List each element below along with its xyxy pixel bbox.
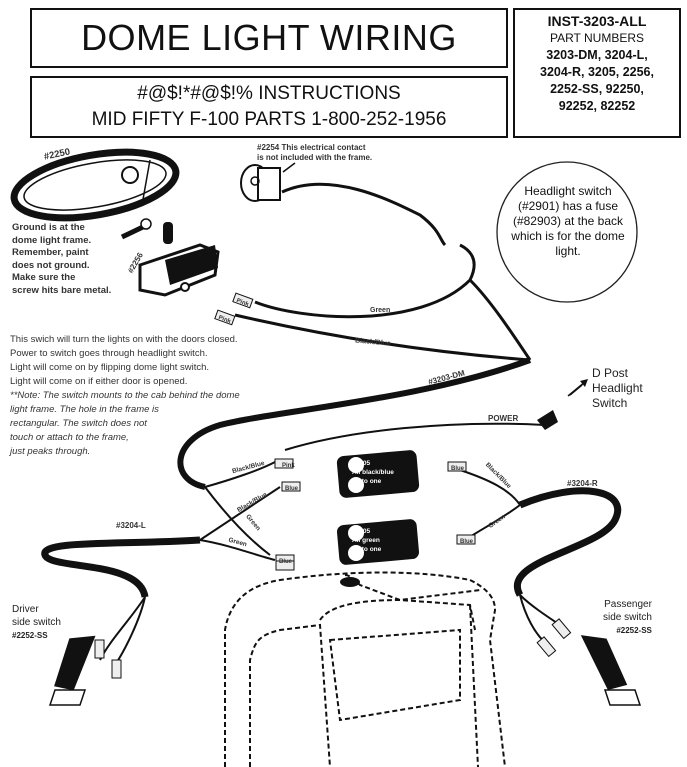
- phone-line: MID FIFTY F-100 PARTS 1-800-252-1956: [91, 109, 447, 130]
- driver-label-line: side switch: [12, 617, 61, 628]
- driver-part-number: #2252-SS: [12, 631, 48, 640]
- electrical-contact-icon: [240, 162, 296, 202]
- ground-note-line: does not ground.: [12, 259, 90, 271]
- connector-label-blue: Blue: [285, 486, 299, 492]
- ground-note-line: Ground is at the: [12, 222, 85, 233]
- ground-note-line: Remember, paint: [12, 247, 89, 258]
- part-number-line: 3203-DM, 3204-L,: [546, 48, 648, 62]
- contact-note: is not included with the frame.: [257, 153, 373, 162]
- ground-note-line: Make sure the: [12, 272, 76, 283]
- ground-note: Ground is at the dome light frame. Remem…: [12, 222, 111, 297]
- part-number-line: 92252, 82252: [558, 99, 636, 113]
- connector-label-blue: Blue: [279, 559, 293, 565]
- junction-1-label: #3205 All black/blue go to one: [342, 459, 394, 486]
- connector-label-blue: Blue: [451, 466, 465, 472]
- mount-note-line: light frame. The hole in the frame is: [10, 404, 159, 415]
- harness-r-label: #3204-R: [567, 479, 598, 488]
- power-label: POWER: [488, 414, 519, 423]
- arrow-icon: [567, 379, 588, 397]
- passenger-label-line: Passenger: [604, 599, 652, 610]
- d-post-line: Switch: [592, 396, 628, 410]
- title-box: DOME LIGHT WIRING: [30, 8, 508, 68]
- truck-cab-outline: [224, 571, 506, 767]
- junction-text: All green: [352, 537, 380, 544]
- mount-note-line: rectangular. The switch does not: [10, 418, 147, 429]
- passenger-door-switch-icon: [580, 635, 642, 706]
- mount-note-line: just peaks through.: [10, 446, 91, 457]
- connector-label-pink: Pink: [282, 463, 295, 469]
- junction-text: #3205: [352, 528, 371, 535]
- ground-note-line: screw hits bare metal.: [12, 284, 112, 296]
- dome-light-frame-icon: [10, 148, 180, 222]
- junction-block-icon: [336, 519, 420, 565]
- screw-icon: [120, 218, 152, 240]
- junction-text: go to one: [352, 478, 382, 485]
- switch-note-line: This swich will turn the lights on with …: [10, 334, 238, 345]
- ground-note-line: dome light frame.: [12, 234, 92, 246]
- connectors: [94, 292, 572, 679]
- junction-text: All black/blue: [352, 469, 394, 476]
- mount-note-line: touch or attach to the frame,: [10, 432, 129, 443]
- dome-light-on-cab-icon: [340, 577, 360, 587]
- driver-door-switch-icon: [48, 635, 96, 706]
- junction-2-label: #3205 All green go to one: [342, 527, 381, 554]
- passenger-switch-label: Passenger side switch #2252-SS: [603, 598, 652, 637]
- contact-part-number: #2254: [257, 143, 280, 152]
- instruction-id: INST-3203-ALL: [547, 13, 647, 29]
- part-numbers-box: INST-3203-ALL PART NUMBERS 3203-DM, 3204…: [513, 8, 681, 138]
- switch-note-line: Light will come on by flipping dome ligh…: [10, 362, 210, 373]
- switch-note-line: Power to switch goes through headlight s…: [10, 348, 208, 359]
- junction-text: go to one: [352, 546, 382, 553]
- contact-note: This electrical contact: [281, 143, 366, 152]
- wire-label-green: Green: [370, 307, 391, 314]
- junction-text: #3205: [352, 460, 371, 467]
- d-post-line: D Post: [592, 366, 629, 380]
- subtitle-line: #@$!*#@$!% INSTRUCTIONS: [137, 83, 401, 104]
- page-title: DOME LIGHT WIRING: [81, 17, 457, 58]
- mount-note-line: **Note: The switch mounts to the cab beh…: [10, 390, 240, 401]
- driver-label-line: Driver: [12, 604, 39, 615]
- d-post-label: D Post Headlight Switch: [592, 366, 643, 411]
- subtitle-box: #@$!*#@$!% INSTRUCTIONS MID FIFTY F-100 …: [30, 76, 508, 138]
- d-post-line: Headlight: [592, 381, 643, 395]
- fuse-note-circle: [496, 161, 638, 303]
- power-connector-icon: [537, 410, 558, 430]
- switch-note-line: Light will come on if either door is ope…: [10, 376, 188, 387]
- junction-block-icon: [336, 450, 420, 498]
- fuse-note: Headlight switch (#2901) has a fuse (#82…: [511, 184, 625, 258]
- part-number-line: 2252-SS, 92250,: [550, 82, 644, 96]
- part-number-line: 3204-R, 3205, 2256,: [540, 65, 654, 79]
- connector-label-blue: Blue: [460, 539, 474, 545]
- passenger-part-number: #2252-SS: [616, 626, 652, 635]
- switch-notes: This swich will turn the lights on with …: [10, 333, 240, 459]
- driver-switch-label: Driver side switch #2252-SS: [12, 603, 61, 642]
- passenger-label-line: side switch: [603, 612, 652, 623]
- dome-light-switch-icon: [138, 222, 220, 297]
- harness-l-label: #3204-L: [116, 521, 146, 530]
- part-numbers-label: PART NUMBERS: [549, 31, 645, 45]
